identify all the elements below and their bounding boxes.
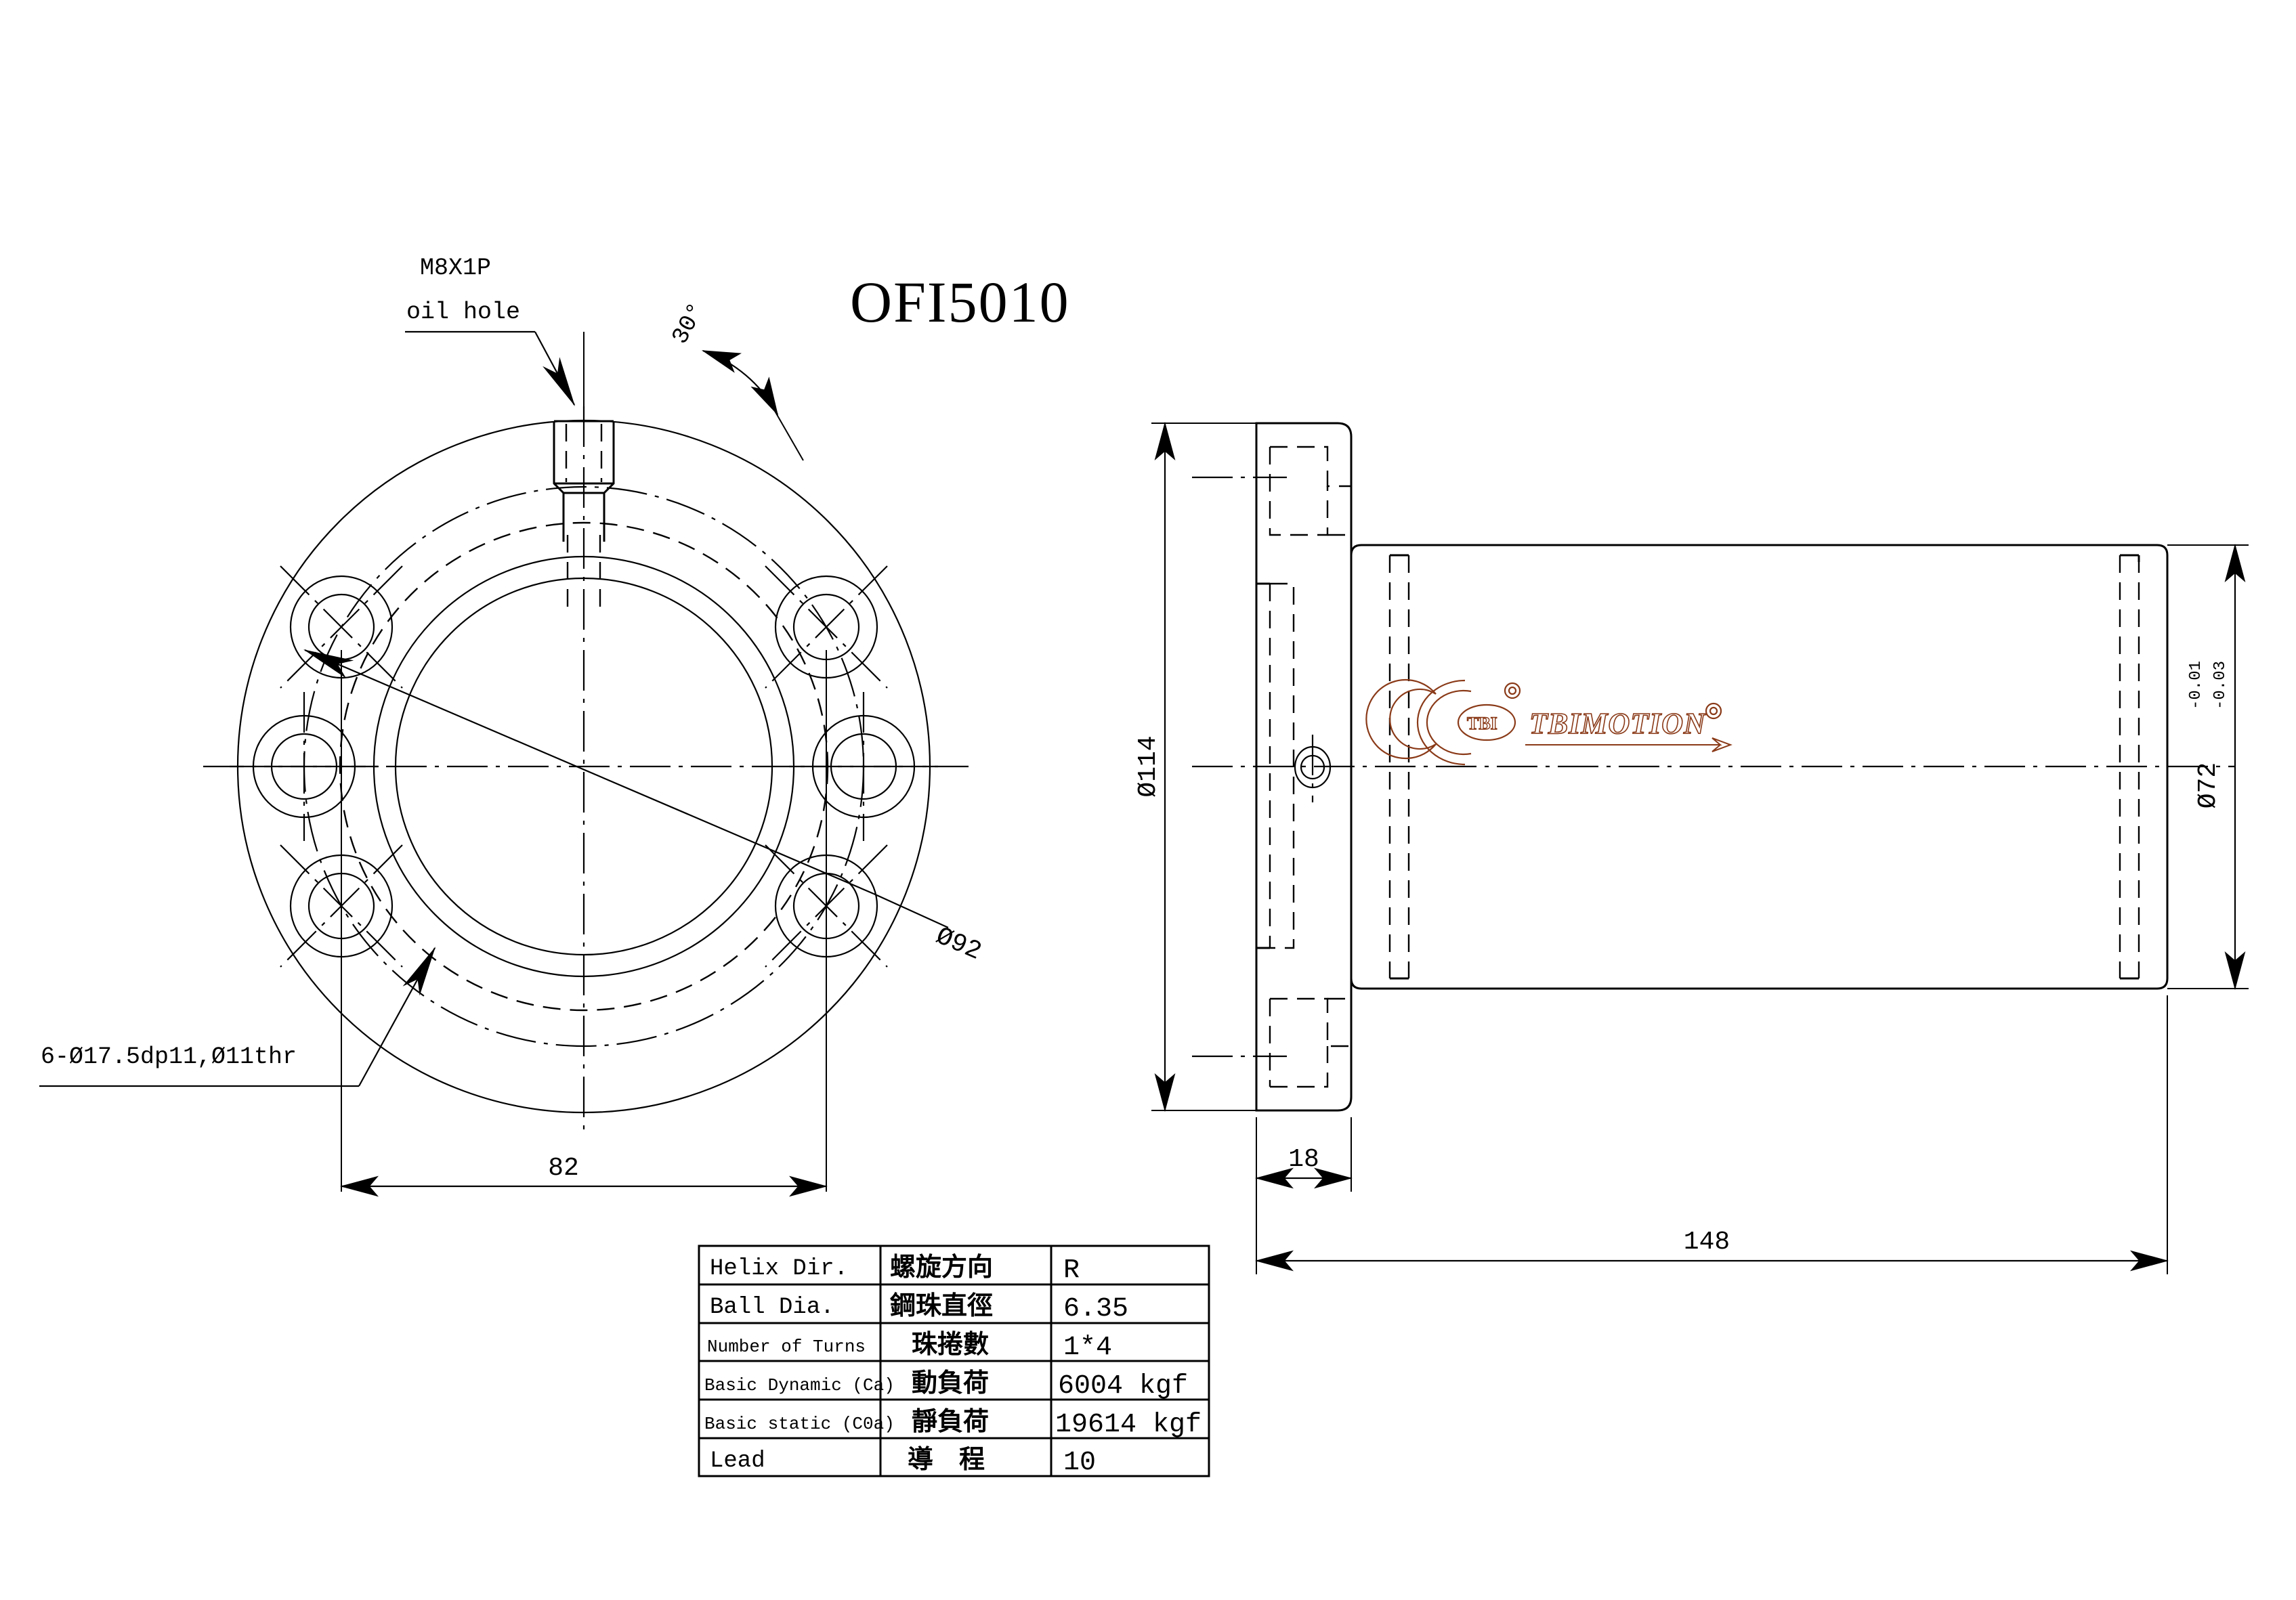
page-title: OFI5010 [850, 269, 1070, 334]
table-row: Helix Dir. 螺旋方向 R [710, 1252, 1080, 1286]
overall-length-label: 148 [1684, 1228, 1730, 1257]
dimension-82: 82 [339, 1154, 828, 1197]
cell-chinese: 靜負荷 [912, 1406, 989, 1436]
cell-value: R [1063, 1255, 1080, 1286]
side-view: TBI TBIMOTION [1192, 422, 2235, 1112]
spec-table: Helix Dir. 螺旋方向 R Ball Dia. 鋼珠直徑 6.35 Nu… [698, 1245, 1210, 1478]
table-row: Basic Dynamic (Ca) 動負荷 6004 kgf [704, 1368, 1188, 1402]
cell-chinese: 動負荷 [912, 1368, 989, 1398]
table-row: Ball Dia. 鋼珠直徑 6.35 [710, 1291, 1128, 1324]
dimension-overall-length: 148 [1254, 995, 2169, 1274]
cell-value: 6.35 [1063, 1294, 1128, 1324]
flange-thickness-label: 18 [1288, 1145, 1319, 1174]
brand-logo: TBI TBIMOTION [1365, 678, 1732, 766]
table-row: Lead 導 程 10 [710, 1444, 1096, 1478]
dimension-82-label: 82 [548, 1154, 579, 1183]
table-row: Basic static (C0a) 靜負荷 19614 kgf [704, 1406, 1202, 1440]
nut-body-outline [1350, 544, 2169, 990]
oil-hole-nipple [553, 420, 615, 609]
body-dia-label: Ø72 [2194, 762, 2223, 808]
cell-english: Basic static (C0a) [704, 1414, 895, 1434]
cell-english: Number of Turns [707, 1337, 866, 1357]
cell-english: Helix Dir. [710, 1256, 848, 1282]
cell-english: Lead [710, 1448, 765, 1474]
bolt-hole [280, 565, 403, 689]
body-dia-tol-upper: -0.01 [2187, 661, 2205, 710]
cell-value: 19614 kgf [1055, 1410, 1202, 1440]
cell-chinese: 珠捲數 [912, 1329, 989, 1359]
bolt-holes-label: 6-Ø17.5dp11,Ø11thr [41, 1043, 297, 1071]
dimension-body-dia: Ø72 -0.01 -0.03 [2167, 543, 2249, 991]
cell-value: 1*4 [1063, 1333, 1112, 1363]
annotation-bolt-holes: 6-Ø17.5dp11,Ø11thr [39, 947, 436, 1087]
cell-value: 10 [1063, 1448, 1096, 1478]
cell-chinese: 螺旋方向 [890, 1252, 993, 1282]
flange-dia-label: Ø114 [1134, 735, 1163, 797]
title-text: OFI5010 [850, 269, 1070, 334]
cell-english: Basic Dynamic (Ca) [704, 1375, 895, 1396]
flange-outline [1255, 422, 1353, 1112]
oil-hole-label-line1: M8X1P [420, 255, 491, 282]
oil-hole-label-line2: oil hole [406, 299, 520, 326]
brand-name-text: TBIMOTION [1529, 707, 1707, 740]
dimension-flange-dia: Ø114 [1134, 421, 1263, 1112]
cell-english: Ball Dia. [710, 1295, 834, 1320]
brand-mark-text: TBI [1467, 714, 1497, 733]
annotation-oil-hole: M8X1P oil hole [405, 255, 576, 406]
body-dia-tol-lower: -0.03 [2211, 661, 2230, 710]
cell-chinese: 鋼珠直徑 [890, 1291, 993, 1320]
cell-chinese: 導 程 [908, 1444, 985, 1474]
cell-value: 6004 kgf [1058, 1371, 1188, 1402]
table-row: Number of Turns 珠捲數 1*4 [707, 1329, 1112, 1363]
front-view [203, 406, 969, 1192]
